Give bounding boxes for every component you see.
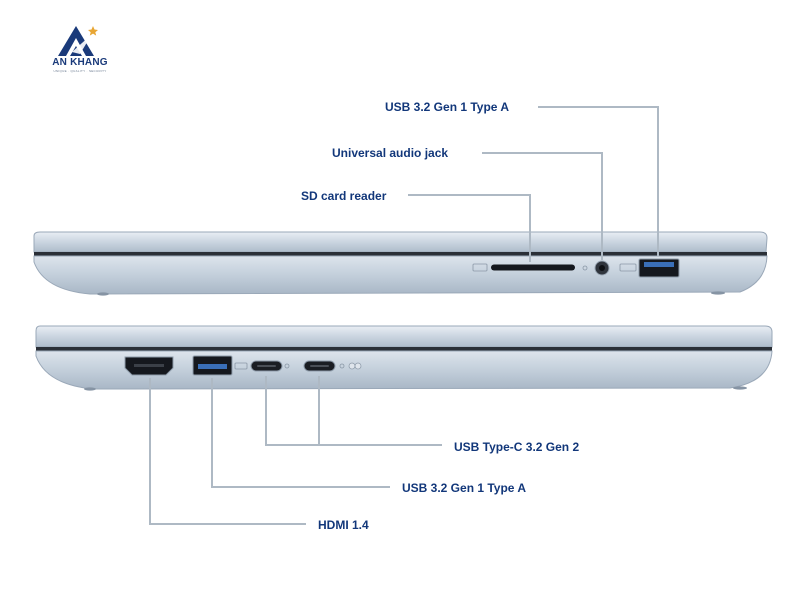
usb-a-port-right	[619, 258, 680, 278]
leader-line-sd-card	[408, 194, 531, 262]
usb-c-port-2	[303, 360, 345, 372]
brand-logo: AN KHANG UNIQUE · QUALITY · SECURITY	[40, 24, 120, 74]
sd-card-slot	[472, 263, 575, 272]
hdmi-port	[124, 356, 174, 376]
usb-c-port-1	[250, 360, 290, 372]
label-usb-a-right: USB 3.2 Gen 1 Type A	[385, 100, 510, 114]
laptop-right-side	[33, 231, 768, 296]
leader-line-usb-c	[265, 376, 442, 446]
leader-line-audio-jack	[482, 152, 603, 260]
usb-a-port-left	[192, 355, 248, 376]
leader-line-usb-a-left	[211, 378, 390, 488]
leader-line-hdmi	[149, 378, 306, 525]
label-hdmi: HDMI 1.4	[318, 518, 369, 532]
label-usb-a-left: USB 3.2 Gen 1 Type A	[402, 481, 527, 495]
leader-lines	[149, 106, 659, 525]
brand-tagline: UNIQUE · QUALITY · SECURITY	[53, 69, 107, 73]
leader-line-usb-a-right	[538, 106, 659, 256]
status-led	[348, 362, 362, 370]
laptop-left-side	[35, 325, 773, 391]
logo-mountain-icon	[58, 26, 98, 56]
label-sd-card-reader: SD card reader	[301, 189, 387, 203]
audio-jack-port	[582, 260, 610, 276]
label-usb-c: USB Type-C 3.2 Gen 2	[454, 440, 580, 454]
brand-name: AN KHANG	[52, 57, 108, 68]
label-audio-jack: Universal audio jack	[332, 146, 449, 160]
